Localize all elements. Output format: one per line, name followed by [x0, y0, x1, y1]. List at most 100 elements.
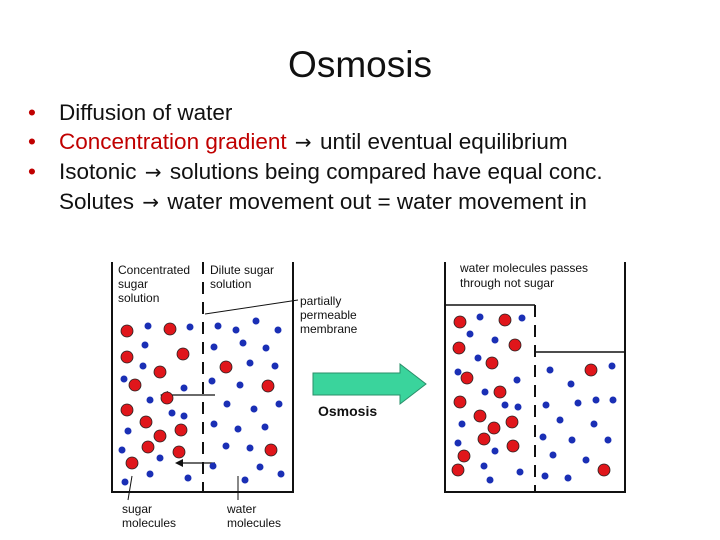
water-molecule	[542, 401, 550, 409]
sugar-molecule	[139, 415, 153, 429]
water-molecule	[604, 436, 612, 444]
water-molecule	[262, 344, 270, 352]
bullet-text: Isotonic	[59, 159, 137, 184]
left-dilute-molecules	[208, 317, 285, 484]
sugar-molecule	[498, 313, 512, 327]
sugar-molecule	[452, 341, 466, 355]
bullet-text: Diffusion of water	[59, 100, 233, 125]
water-molecule	[234, 425, 242, 433]
water-molecule	[582, 456, 590, 464]
sugar-molecule	[453, 315, 467, 329]
bullet-isotonic: • Isotonic → solutions being compared ha…	[28, 157, 718, 217]
water-molecule	[156, 454, 164, 462]
osmosis-arrow-icon	[312, 362, 427, 406]
water-molecule	[209, 462, 217, 470]
water-molecule	[121, 478, 129, 486]
sugar-molecule	[460, 371, 474, 385]
left-concentrated-molecules	[118, 322, 194, 486]
water-molecule	[210, 343, 218, 351]
bullet-diffusion: • Diffusion of water	[28, 98, 718, 127]
water-molecule	[466, 330, 474, 338]
water-molecule	[592, 396, 600, 404]
sugar-molecule	[457, 449, 471, 463]
sugar-molecule	[453, 395, 467, 409]
water-molecule	[232, 326, 240, 334]
bullet-text: Solutes	[59, 189, 135, 214]
water-molecule	[516, 468, 524, 476]
water-molecule	[541, 472, 549, 480]
membrane-pointer	[204, 299, 299, 315]
water-molecule	[568, 436, 576, 444]
water-molecule	[480, 462, 488, 470]
bullet-dot: •	[28, 100, 36, 125]
right-left-molecules	[451, 313, 526, 484]
water-molecule	[256, 463, 264, 471]
sugar-molecule	[487, 421, 501, 435]
water-molecule	[180, 384, 188, 392]
sugar-molecule	[120, 324, 134, 338]
water-molecule	[252, 317, 260, 325]
water-molecule	[567, 380, 575, 388]
sugar-molecule	[219, 360, 233, 374]
sugar-molecule	[597, 463, 611, 477]
water-molecule	[146, 396, 154, 404]
sugar-molecule	[163, 322, 177, 336]
water-molecule	[274, 326, 282, 334]
water-molecule	[146, 470, 154, 478]
water-molecule	[210, 420, 218, 428]
right-caption: water molecules passes through not sugar	[459, 261, 591, 290]
sugar-molecule	[141, 440, 155, 454]
arrowhead-icon	[175, 459, 183, 467]
bullet-dot: •	[28, 129, 36, 154]
water-molecule	[277, 470, 285, 478]
water-molecule	[486, 476, 494, 484]
water-molecule	[454, 439, 462, 447]
membrane-label: partially permeable membrane	[300, 294, 360, 336]
right-arrow-icon: →	[142, 190, 160, 214]
slide-title: Osmosis	[288, 44, 432, 85]
sugar-molecule	[128, 378, 142, 392]
water-molecule	[608, 362, 616, 370]
water-molecule	[476, 313, 484, 321]
water-molecule	[124, 427, 132, 435]
water-molecule	[474, 354, 482, 362]
bullet-concentration-gradient: • Concentration gradient → until eventua…	[28, 127, 718, 157]
sugar-molecule	[584, 363, 598, 377]
water-molecule	[246, 359, 254, 367]
water-molecule	[184, 474, 192, 482]
sugar-molecule	[153, 365, 167, 379]
sugar-molecule	[508, 338, 522, 352]
water-molecule	[236, 381, 244, 389]
water-molecule	[271, 362, 279, 370]
right-right-molecules	[539, 362, 617, 482]
sugar-molecule	[120, 350, 134, 364]
water-molecule	[180, 412, 188, 420]
bullet-highlight-text: Concentration gradient	[59, 129, 287, 154]
water-molecule	[241, 476, 249, 484]
sugar-molecule	[264, 443, 278, 457]
osmosis-arrow-label: Osmosis	[318, 403, 377, 419]
water-molecule	[250, 405, 258, 413]
water-molecule	[246, 444, 254, 452]
sugar-molecule	[160, 391, 174, 405]
water-molecule	[458, 420, 466, 428]
sugar-molecule	[493, 385, 507, 399]
sugar-molecule	[153, 429, 167, 443]
water-molecule	[223, 400, 231, 408]
water-molecule	[539, 433, 547, 441]
water-molecule	[518, 314, 526, 322]
bullet-text: solutions being compared have equal conc…	[169, 159, 603, 184]
water-molecule	[261, 423, 269, 431]
water-molecule	[222, 442, 230, 450]
water-molecule	[514, 403, 522, 411]
water-molecule	[481, 388, 489, 396]
sugar-pointer	[127, 475, 133, 501]
sugar-molecule	[176, 347, 190, 361]
bullet-text: water movement out = water movement in	[167, 189, 587, 214]
sugar-molecule	[477, 432, 491, 446]
sugar-molecule	[505, 415, 519, 429]
bullet-list: • Diffusion of water • Concentration gra…	[28, 98, 718, 217]
water-molecule	[609, 396, 617, 404]
water-molecule	[556, 416, 564, 424]
concentrated-label: Concentrated sugar solution	[118, 263, 193, 305]
